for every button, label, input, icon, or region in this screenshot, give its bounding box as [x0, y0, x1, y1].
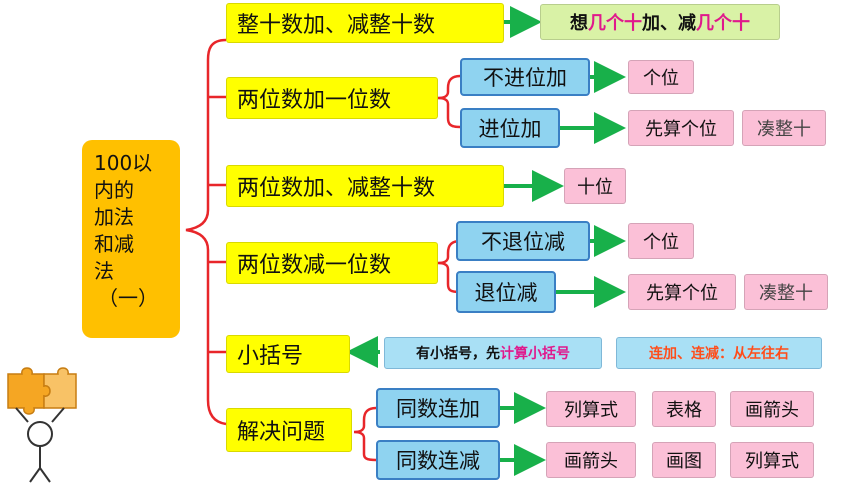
root-line: 和减: [94, 232, 134, 256]
branch-5-sub-1-result-1: 画图: [652, 442, 716, 478]
note-pre: 有小括号，先: [416, 346, 500, 362]
branch-1-sub-1: 进位加: [460, 108, 560, 148]
branch-5-sub-0-result-0: 列算式: [546, 391, 636, 427]
branch-3-sub-0: 不退位减: [456, 221, 590, 261]
main-bracket: [185, 38, 227, 426]
root-line: 100以: [94, 151, 153, 175]
tip-mid: 加、减: [642, 13, 696, 34]
tip-a: 几个十: [588, 13, 642, 34]
puzzle-figure-icon: [7, 367, 77, 483]
root-line: （一）: [98, 286, 158, 310]
green-arrows: [346, 6, 626, 476]
root-line: 内的: [94, 178, 134, 202]
root-topic: 100以 内的 加法 和减 法 （一）: [82, 140, 180, 338]
branch-3-sub-0-result-0: 个位: [628, 223, 694, 259]
tip-b: 几个十: [696, 13, 750, 34]
branch-5-sub-1: 同数连减: [376, 440, 500, 480]
note-rule: 连加、连减：从左往右: [649, 346, 789, 362]
branch-4: 小括号: [226, 335, 350, 373]
branch-3-sub-1-result-0: 先算个位: [628, 274, 736, 310]
branch-0-tip: 想几个十加、减几个十: [540, 4, 780, 40]
sub-brackets: [353, 74, 461, 462]
branch-2-result-0: 十位: [564, 168, 626, 204]
branch-5-sub-0-result-2: 画箭头: [730, 391, 814, 427]
branch-5: 解决问题: [226, 408, 352, 452]
branch-0: 整十数加、减整十数: [226, 3, 504, 43]
branch-5-sub-1-result-0: 画箭头: [546, 442, 636, 478]
branch-5-sub-0: 同数连加: [376, 388, 500, 428]
root-line: 加法: [94, 205, 134, 229]
branch-2: 两位数加、减整十数: [226, 165, 504, 207]
branch-3-sub-1-result-1: 凑整十: [744, 274, 828, 310]
branch-5-sub-0-result-1: 表格: [652, 391, 716, 427]
root-line: 法: [94, 259, 114, 283]
branch-4-note-0: 有小括号，先计算小括号: [384, 337, 602, 369]
branch-1: 两位数加一位数: [226, 77, 438, 119]
branch-4-note-1: 连加、连减：从左往右: [616, 337, 822, 369]
tip-pre: 想: [570, 13, 588, 34]
branch-1-sub-0-result-0: 个位: [628, 60, 694, 94]
branch-5-sub-1-result-2: 列算式: [730, 442, 814, 478]
note-highlight: 计算小括号: [500, 346, 570, 362]
branch-1-sub-1-result-1: 凑整十: [742, 110, 826, 146]
branch-3-sub-1: 退位减: [456, 271, 556, 313]
branch-3: 两位数减一位数: [226, 242, 438, 284]
branch-1-sub-0: 不进位加: [460, 58, 590, 96]
branch-1-sub-1-result-0: 先算个位: [628, 110, 734, 146]
